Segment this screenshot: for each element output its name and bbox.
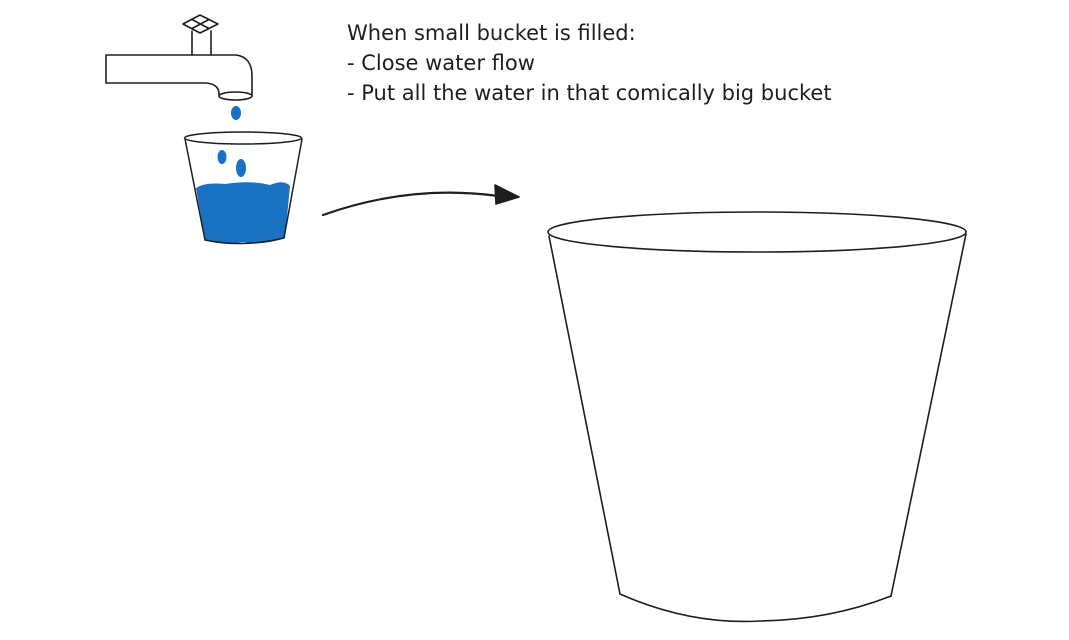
faucet-body bbox=[106, 55, 252, 96]
water-drop bbox=[231, 106, 241, 120]
faucet-icon bbox=[106, 15, 252, 100]
small-bucket-rim bbox=[185, 132, 302, 144]
water-drop bbox=[236, 159, 246, 177]
note-step-pour-water: - Put all the water in that comically bi… bbox=[347, 78, 832, 108]
faucet-spout-opening bbox=[219, 92, 252, 100]
water-drop bbox=[218, 150, 227, 164]
note-step-close-flow: - Close water flow bbox=[347, 48, 832, 78]
small-bucket-water bbox=[196, 182, 290, 243]
instruction-note: When small bucket is filled: - Close wat… bbox=[347, 18, 832, 108]
big-bucket-bottom bbox=[620, 594, 891, 621]
water-drops bbox=[218, 106, 247, 177]
big-bucket-rim bbox=[548, 212, 966, 252]
big-bucket-icon bbox=[548, 212, 966, 621]
big-bucket-right-wall bbox=[891, 234, 966, 596]
big-bucket-left-wall bbox=[549, 236, 620, 594]
faucet-stem bbox=[192, 31, 211, 55]
small-bucket-icon bbox=[185, 132, 303, 244]
arrow-right-icon bbox=[323, 185, 519, 215]
note-heading: When small bucket is filled: bbox=[347, 18, 832, 48]
faucet-handle bbox=[183, 15, 218, 33]
